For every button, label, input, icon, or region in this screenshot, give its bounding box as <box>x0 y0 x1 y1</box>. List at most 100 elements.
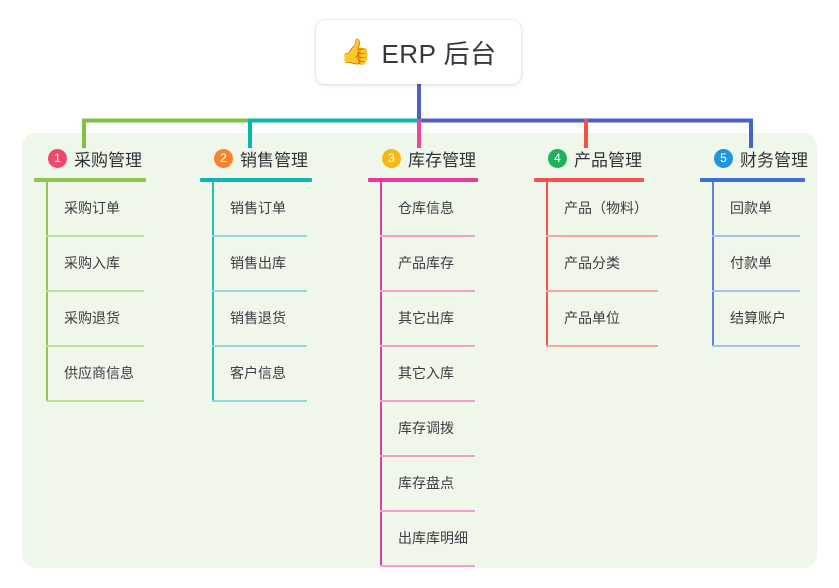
leaf-item[interactable]: 其它出库 <box>368 292 478 347</box>
leaf-item[interactable]: 客户信息 <box>200 347 312 402</box>
leaf-item-underline <box>380 400 475 402</box>
leaf-item[interactable]: 采购退货 <box>34 292 146 347</box>
branch-spine <box>380 182 382 567</box>
leaf-item[interactable]: 销售订单 <box>200 182 312 237</box>
branch-title: 采购管理 <box>74 150 142 170</box>
leaf-item-label: 销售出库 <box>230 255 286 271</box>
leaf-item-label: 库存调拨 <box>398 420 454 436</box>
leaf-item-underline <box>380 290 475 292</box>
leaf-item-underline <box>712 235 800 237</box>
leaf-item-underline <box>46 235 144 237</box>
leaf-item-label: 采购订单 <box>64 200 120 216</box>
leaf-item-underline <box>712 345 800 347</box>
branch-spine <box>546 182 548 347</box>
root-node-label: ERP 后台 <box>381 38 497 69</box>
branch-column-产品管理: 4 产品管理产品（物料） 产品分类产品单位 <box>534 146 658 347</box>
branch-title: 产品管理 <box>574 150 642 170</box>
branch-underline <box>34 178 146 182</box>
leaf-item-label: 采购入库 <box>64 255 120 271</box>
leaf-item[interactable]: 结算账户 <box>700 292 808 347</box>
branch-header-财务管理[interactable]: 5 财务管理 <box>714 146 808 170</box>
leaf-item[interactable]: 仓库信息 <box>368 182 478 237</box>
root-node-erp-backend[interactable]: 👍 ERP 后台 <box>316 20 521 84</box>
leaf-item-underline <box>212 400 307 402</box>
leaf-item[interactable]: 其它入库 <box>368 347 478 402</box>
leaf-item-label: 产品分类 <box>564 255 620 271</box>
leaf-item[interactable]: 销售出库 <box>200 237 312 292</box>
leaf-item[interactable]: 回款单 <box>700 182 808 237</box>
leaf-item-label: 销售订单 <box>230 200 286 216</box>
branch-underline <box>534 178 644 182</box>
branch-underline <box>200 178 312 182</box>
leaf-item-underline <box>212 235 307 237</box>
leaf-item-underline <box>546 345 658 347</box>
branch-background-panel <box>22 133 817 568</box>
branch-header-销售管理[interactable]: 2 销售管理 <box>214 146 312 170</box>
leaf-item[interactable]: 供应商信息 <box>34 347 146 402</box>
leaf-item[interactable]: 库存调拨 <box>368 402 478 457</box>
branch-title: 销售管理 <box>240 150 308 170</box>
branch-title: 财务管理 <box>740 150 808 170</box>
branch-header-库存管理[interactable]: 3 库存管理 <box>382 146 478 170</box>
thumbs-up-icon: 👍 <box>340 37 372 66</box>
branch-badge-5: 5 <box>714 148 733 168</box>
branch-column-采购管理: 1 采购管理采购订单采购入库采购退货供应商信息 <box>34 146 146 402</box>
branch-badge-4: 4 <box>548 148 567 168</box>
leaf-item-label: 产品库存 <box>398 255 454 271</box>
leaf-item-underline <box>212 290 307 292</box>
leaf-item-label: 结算账户 <box>730 310 786 326</box>
leaf-item[interactable]: 库存盘点 <box>368 457 478 512</box>
leaf-item[interactable]: 采购订单 <box>34 182 146 237</box>
leaf-item-label: 采购退货 <box>64 310 120 326</box>
branch-spine <box>46 182 48 402</box>
leaf-item-underline <box>380 510 475 512</box>
branch-spine <box>212 182 214 402</box>
leaf-item-underline <box>212 345 307 347</box>
leaf-item-underline <box>46 400 144 402</box>
branch-children-list: 销售订单销售出库销售退货客户信息 <box>200 182 312 402</box>
branch-badge-1: 1 <box>48 148 67 168</box>
leaf-item-underline <box>380 565 475 567</box>
leaf-item[interactable]: 产品分类 <box>534 237 658 292</box>
leaf-item-label: 出库库明细 <box>398 530 468 546</box>
leaf-item-label: 其它出库 <box>398 310 454 326</box>
branch-badge-2: 2 <box>214 148 233 168</box>
leaf-item-underline <box>546 235 658 237</box>
branch-children-list: 仓库信息产品库存其它出库其它入库库存调拨库存盘点出库库明细 <box>368 182 478 567</box>
branch-column-销售管理: 2 销售管理销售订单销售出库销售退货客户信息 <box>200 146 312 402</box>
leaf-item-label: 仓库信息 <box>398 200 454 216</box>
branch-column-财务管理: 5 财务管理回款单付款单结算账户 <box>700 146 808 347</box>
leaf-item-underline <box>46 345 144 347</box>
leaf-item-label: 客户信息 <box>230 365 286 381</box>
branch-underline <box>368 178 478 182</box>
leaf-item[interactable]: 销售退货 <box>200 292 312 347</box>
leaf-item-label: 产品（物料） <box>564 200 648 216</box>
leaf-item-label: 付款单 <box>730 255 772 271</box>
leaf-item[interactable]: 产品（物料） <box>534 182 658 237</box>
leaf-item[interactable]: 付款单 <box>700 237 808 292</box>
leaf-item-underline <box>380 235 475 237</box>
branch-children-list: 回款单付款单结算账户 <box>700 182 808 347</box>
leaf-item-label: 销售退货 <box>230 310 286 326</box>
leaf-item-underline <box>546 290 658 292</box>
branch-header-产品管理[interactable]: 4 产品管理 <box>548 146 644 170</box>
leaf-item-underline <box>380 455 475 457</box>
leaf-item-underline <box>46 290 144 292</box>
branch-column-库存管理: 3 库存管理仓库信息产品库存其它出库其它入库库存调拨库存盘点出库库明细 <box>368 146 478 567</box>
branch-title: 库存管理 <box>408 150 476 170</box>
branch-header-采购管理[interactable]: 1 采购管理 <box>48 146 146 170</box>
leaf-item[interactable]: 出库库明细 <box>368 512 478 567</box>
branch-children-list: 产品（物料） 产品分类产品单位 <box>534 182 658 347</box>
branch-badge-3: 3 <box>382 148 401 168</box>
branch-children-list: 采购订单采购入库采购退货供应商信息 <box>34 182 146 402</box>
leaf-item-label: 库存盘点 <box>398 475 454 491</box>
leaf-item-label: 供应商信息 <box>64 365 134 381</box>
leaf-item[interactable]: 采购入库 <box>34 237 146 292</box>
leaf-item[interactable]: 产品库存 <box>368 237 478 292</box>
leaf-item[interactable]: 产品单位 <box>534 292 658 347</box>
leaf-item-label: 产品单位 <box>564 310 620 326</box>
leaf-item-underline <box>380 345 475 347</box>
leaf-item-label: 其它入库 <box>398 365 454 381</box>
leaf-item-underline <box>712 290 800 292</box>
